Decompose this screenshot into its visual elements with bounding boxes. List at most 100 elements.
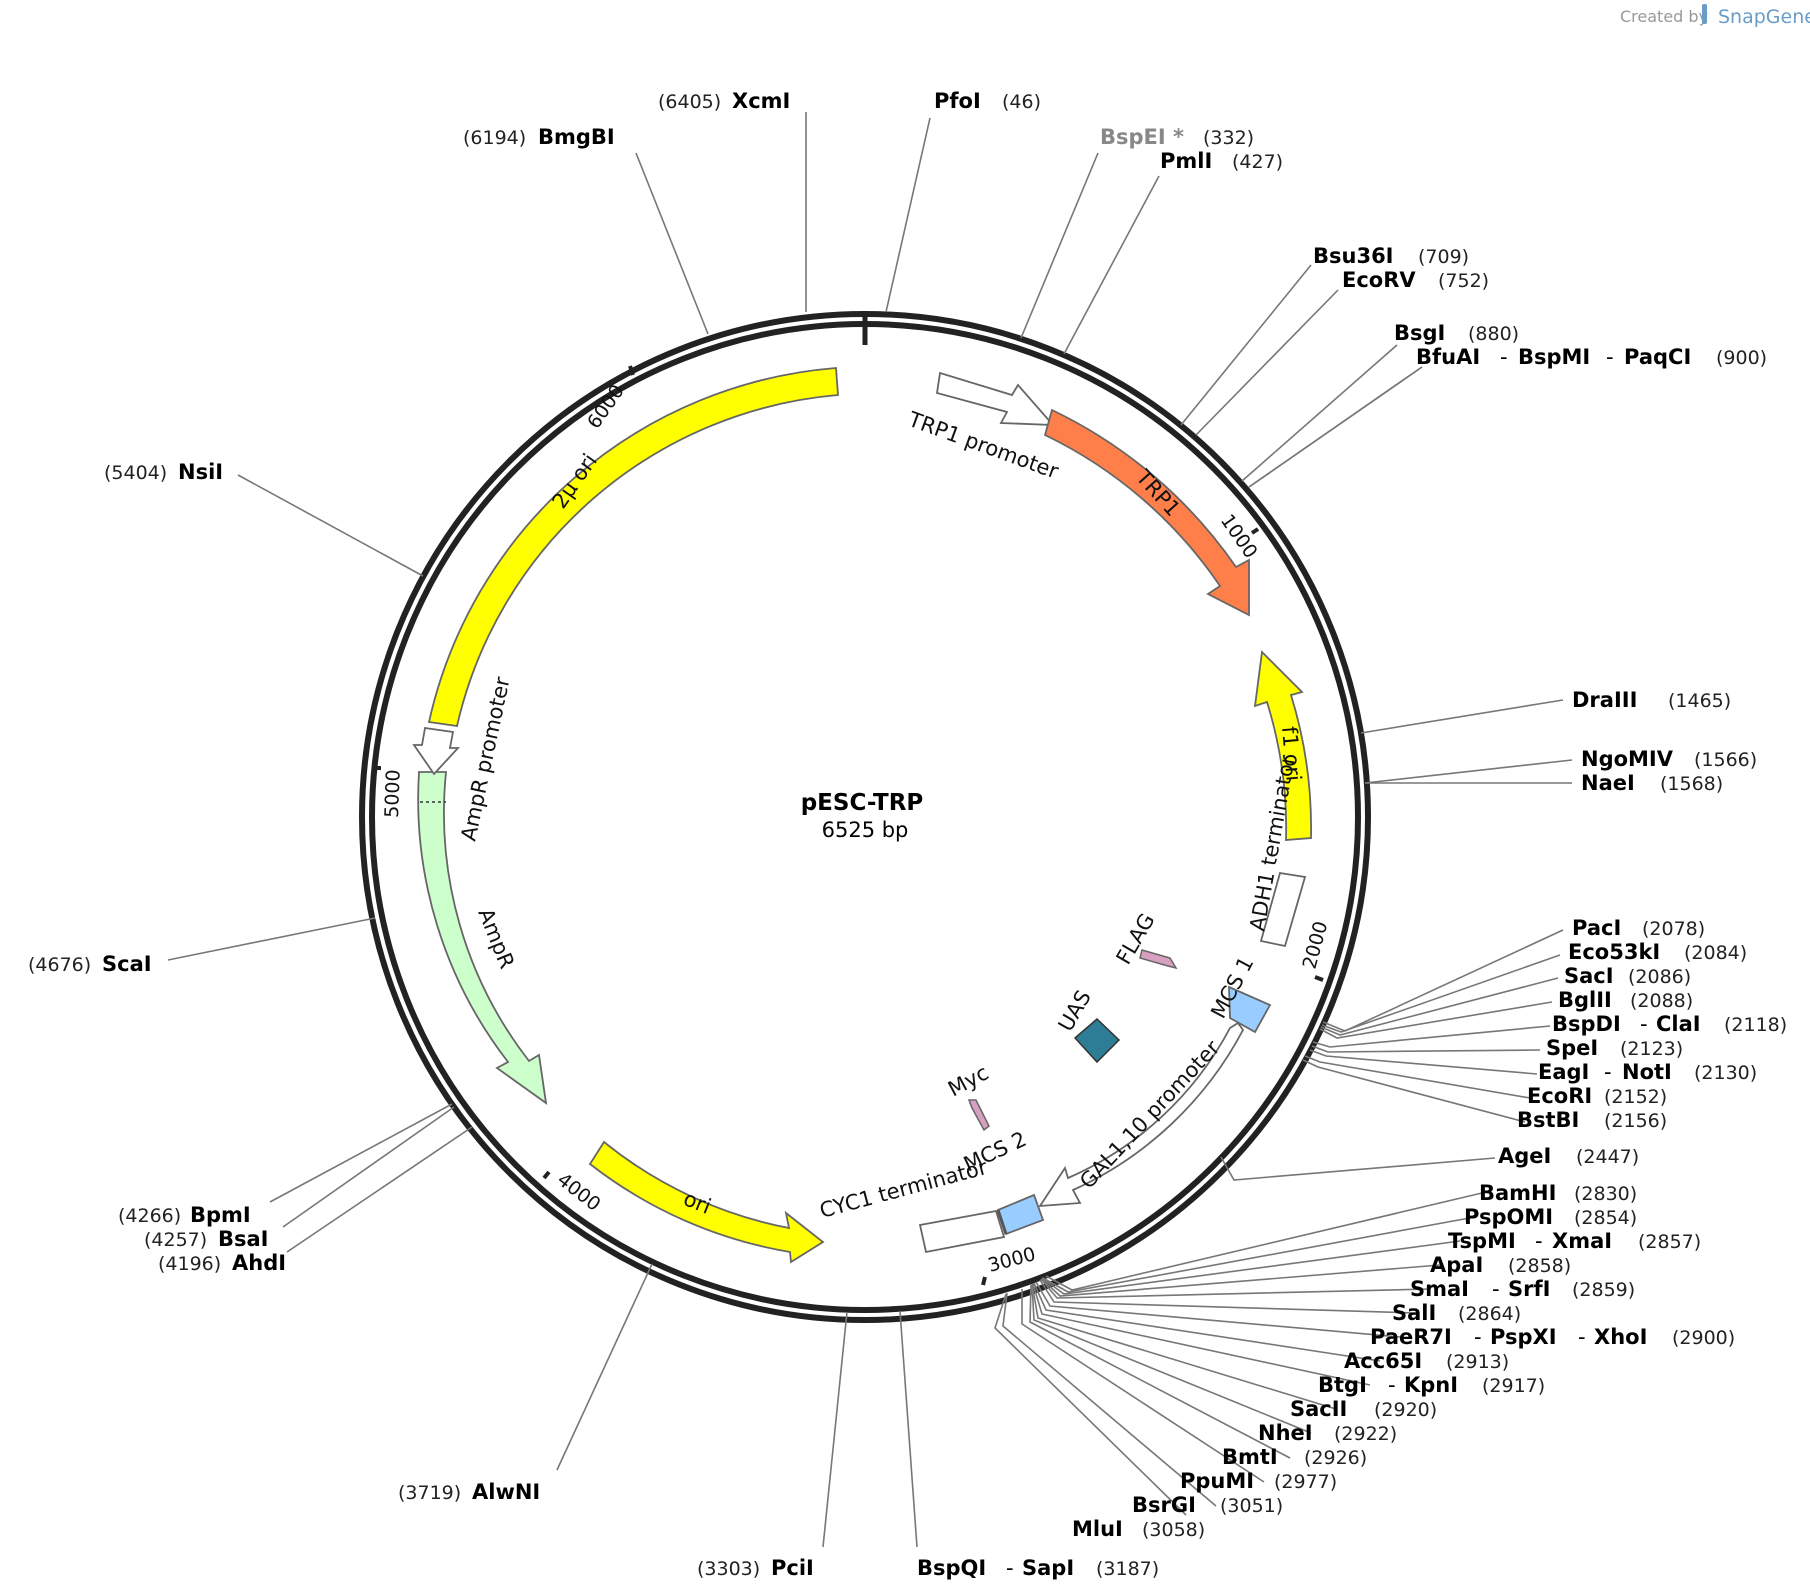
site-nsii[interactable]: (5404) NsiI [104, 460, 223, 484]
site-bsrgi[interactable]: BsrGI (3051) [1132, 1493, 1283, 1517]
site-pmli[interactable]: PmlI (427) [1160, 149, 1283, 173]
site-bstbi[interactable]: BstBI (2156) [1517, 1108, 1667, 1132]
site-bmgbi[interactable]: (6194) BmgBI [463, 125, 615, 149]
site-scai[interactable]: (4676) ScaI [28, 952, 152, 976]
site-position: (2917) [1482, 1375, 1545, 1397]
site-bfuai-bspmi-paqci[interactable]: BfuAI - BspMI - PaqCI (900) [1416, 345, 1767, 369]
enzyme-name: AgeI [1498, 1144, 1551, 1168]
snapgene-credit: Created by SnapGene [1620, 4, 1810, 28]
leader-lines [167, 112, 1573, 1548]
uas-box[interactable] [1073, 1017, 1121, 1064]
site-mlui[interactable]: MluI (3058) [1072, 1517, 1205, 1541]
site-acc65i[interactable]: Acc65I (2913) [1344, 1349, 1509, 1373]
site-ppumi[interactable]: PpuMI (2977) [1180, 1469, 1337, 1493]
enzyme-name: Acc65I [1344, 1349, 1422, 1373]
site-bsgi[interactable]: BsgI (880) [1394, 321, 1519, 345]
site-position: (3303) [697, 1558, 760, 1580]
myc-tag[interactable] [967, 1099, 990, 1132]
enzyme-name: PspXI [1490, 1325, 1557, 1349]
enzyme-name: BtgI [1318, 1373, 1367, 1397]
site-bspei[interactable]: BspEI * (332) [1100, 125, 1254, 149]
site-position: (880) [1468, 323, 1519, 345]
site-position: (5404) [104, 462, 167, 484]
site-position: (1566) [1694, 749, 1757, 771]
site-bspqi-sapi[interactable]: BspQI - SapI (3187) [917, 1556, 1159, 1580]
site-bsu36i[interactable]: Bsu36I (709) [1313, 244, 1469, 268]
f1-ori-arrow[interactable] [1253, 650, 1312, 841]
cyc1-terminator-box[interactable] [918, 1209, 1006, 1254]
site-position: (4257) [144, 1229, 207, 1251]
2u-ori-arrow[interactable] [427, 367, 839, 728]
svg-text:-: - [1640, 1012, 1648, 1036]
site-smai-srfi[interactable]: SmaI - SrfI (2859) [1410, 1277, 1635, 1301]
site-position: (4676) [28, 954, 91, 976]
site-position: (2086) [1628, 966, 1691, 988]
site-nhei[interactable]: NheI (2922) [1258, 1421, 1397, 1445]
site-pfoi[interactable]: PfoI (46) [934, 89, 1041, 113]
site-bmti[interactable]: BmtI (2926) [1222, 1445, 1367, 1469]
site-position: (6194) [463, 127, 526, 149]
mcs1-box[interactable] [1228, 985, 1272, 1034]
enzyme-name: XmaI [1552, 1229, 1612, 1253]
site-ecorv[interactable]: EcoRV (752) [1342, 268, 1489, 292]
flag-tag[interactable] [1139, 949, 1178, 970]
site-naei[interactable]: NaeI (1568) [1581, 771, 1723, 795]
ampr-promoter-label: AmpR promoter [456, 674, 514, 843]
site-bsai[interactable]: (4257) BsaI [144, 1227, 269, 1251]
site-position: (427) [1232, 151, 1283, 173]
site-position: (2078) [1642, 918, 1705, 940]
tick-3000: 3000 [986, 1243, 1038, 1277]
adh1-terminator-box[interactable] [1259, 871, 1307, 948]
site-spei[interactable]: SpeI (2123) [1546, 1036, 1683, 1060]
site-btgi-kpni[interactable]: BtgI - KpnI (2917) [1318, 1373, 1545, 1397]
site-ecori[interactable]: EcoRI (2152) [1527, 1084, 1667, 1108]
enzyme-name: Bsu36I [1313, 244, 1394, 268]
site-bglii[interactable]: BglII (2088) [1558, 988, 1693, 1012]
site-apai[interactable]: ApaI (2858) [1430, 1253, 1571, 1277]
trp1-arrow[interactable] [1043, 408, 1250, 617]
enzyme-name: NheI [1258, 1421, 1313, 1445]
enzyme-name: KpnI [1404, 1373, 1458, 1397]
site-alwni[interactable]: (3719) AlwNI [398, 1480, 540, 1504]
site-xcmi[interactable]: (6405) XcmI [658, 89, 790, 113]
site-ahdi[interactable]: (4196) AhdI [158, 1251, 286, 1275]
enzyme-name: PciI [771, 1556, 814, 1580]
svg-text:-: - [1606, 345, 1614, 369]
site-agei[interactable]: AgeI (2447) [1498, 1144, 1639, 1168]
site-paci[interactable]: PacI (2078) [1572, 916, 1705, 940]
site-ngomiv[interactable]: NgoMIV (1566) [1581, 747, 1757, 771]
site-tspmi-xmai[interactable]: TspMI - XmaI (2857) [1448, 1229, 1701, 1253]
enzyme-name: EcoRV [1342, 268, 1416, 292]
site-pspomi[interactable]: PspOMI (2854) [1464, 1205, 1637, 1229]
site-eco53ki[interactable]: Eco53kI (2084) [1568, 940, 1747, 964]
ampr-arrow[interactable] [417, 771, 548, 1105]
ori-arrow[interactable] [588, 1140, 825, 1264]
site-position: (2084) [1684, 942, 1747, 964]
enzyme-name: BspQI [917, 1556, 986, 1580]
enzyme-name: NgoMIV [1581, 747, 1674, 771]
enzyme-name: SacII [1290, 1397, 1347, 1421]
site-bamhi[interactable]: BamHI (2830) [1479, 1181, 1637, 1205]
enzyme-name: NotI [1622, 1060, 1672, 1084]
restriction-sites: (6405) XcmI PfoI (46) (6194) BmgBI BspEI… [28, 89, 1787, 1580]
site-position: (2156) [1604, 1110, 1667, 1132]
site-sali[interactable]: SalI (2864) [1392, 1301, 1521, 1325]
site-saci[interactable]: SacI (2086) [1564, 964, 1691, 988]
site-bspdi-clai[interactable]: BspDI - ClaI (2118) [1552, 1012, 1787, 1036]
enzyme-name: SapI [1022, 1556, 1074, 1580]
gal1-10-promoter-arrow[interactable] [1038, 1021, 1245, 1208]
site-position: (2920) [1374, 1399, 1437, 1421]
enzyme-name: SmaI [1410, 1277, 1469, 1301]
site-draiii[interactable]: DraIII (1465) [1572, 688, 1731, 712]
site-position: (2123) [1620, 1038, 1683, 1060]
site-position: (1465) [1668, 690, 1731, 712]
site-eagi-noti[interactable]: EagI - NotI (2130) [1538, 1060, 1757, 1084]
trp1-promoter-arrow[interactable] [935, 371, 1056, 426]
ampr-label: AmpR [473, 905, 519, 972]
enzyme-name: SrfI [1508, 1277, 1550, 1301]
site-pcii[interactable]: (3303) PciI [697, 1556, 814, 1580]
site-sacii[interactable]: SacII (2920) [1290, 1397, 1437, 1421]
site-bpmi[interactable]: (4266) BpmI [118, 1203, 251, 1227]
site-paer7i-pspxi-xhoi[interactable]: PaeR7I - PspXI - XhoI (2900) [1370, 1325, 1735, 1349]
ampr-promoter-arrow[interactable] [412, 726, 461, 776]
